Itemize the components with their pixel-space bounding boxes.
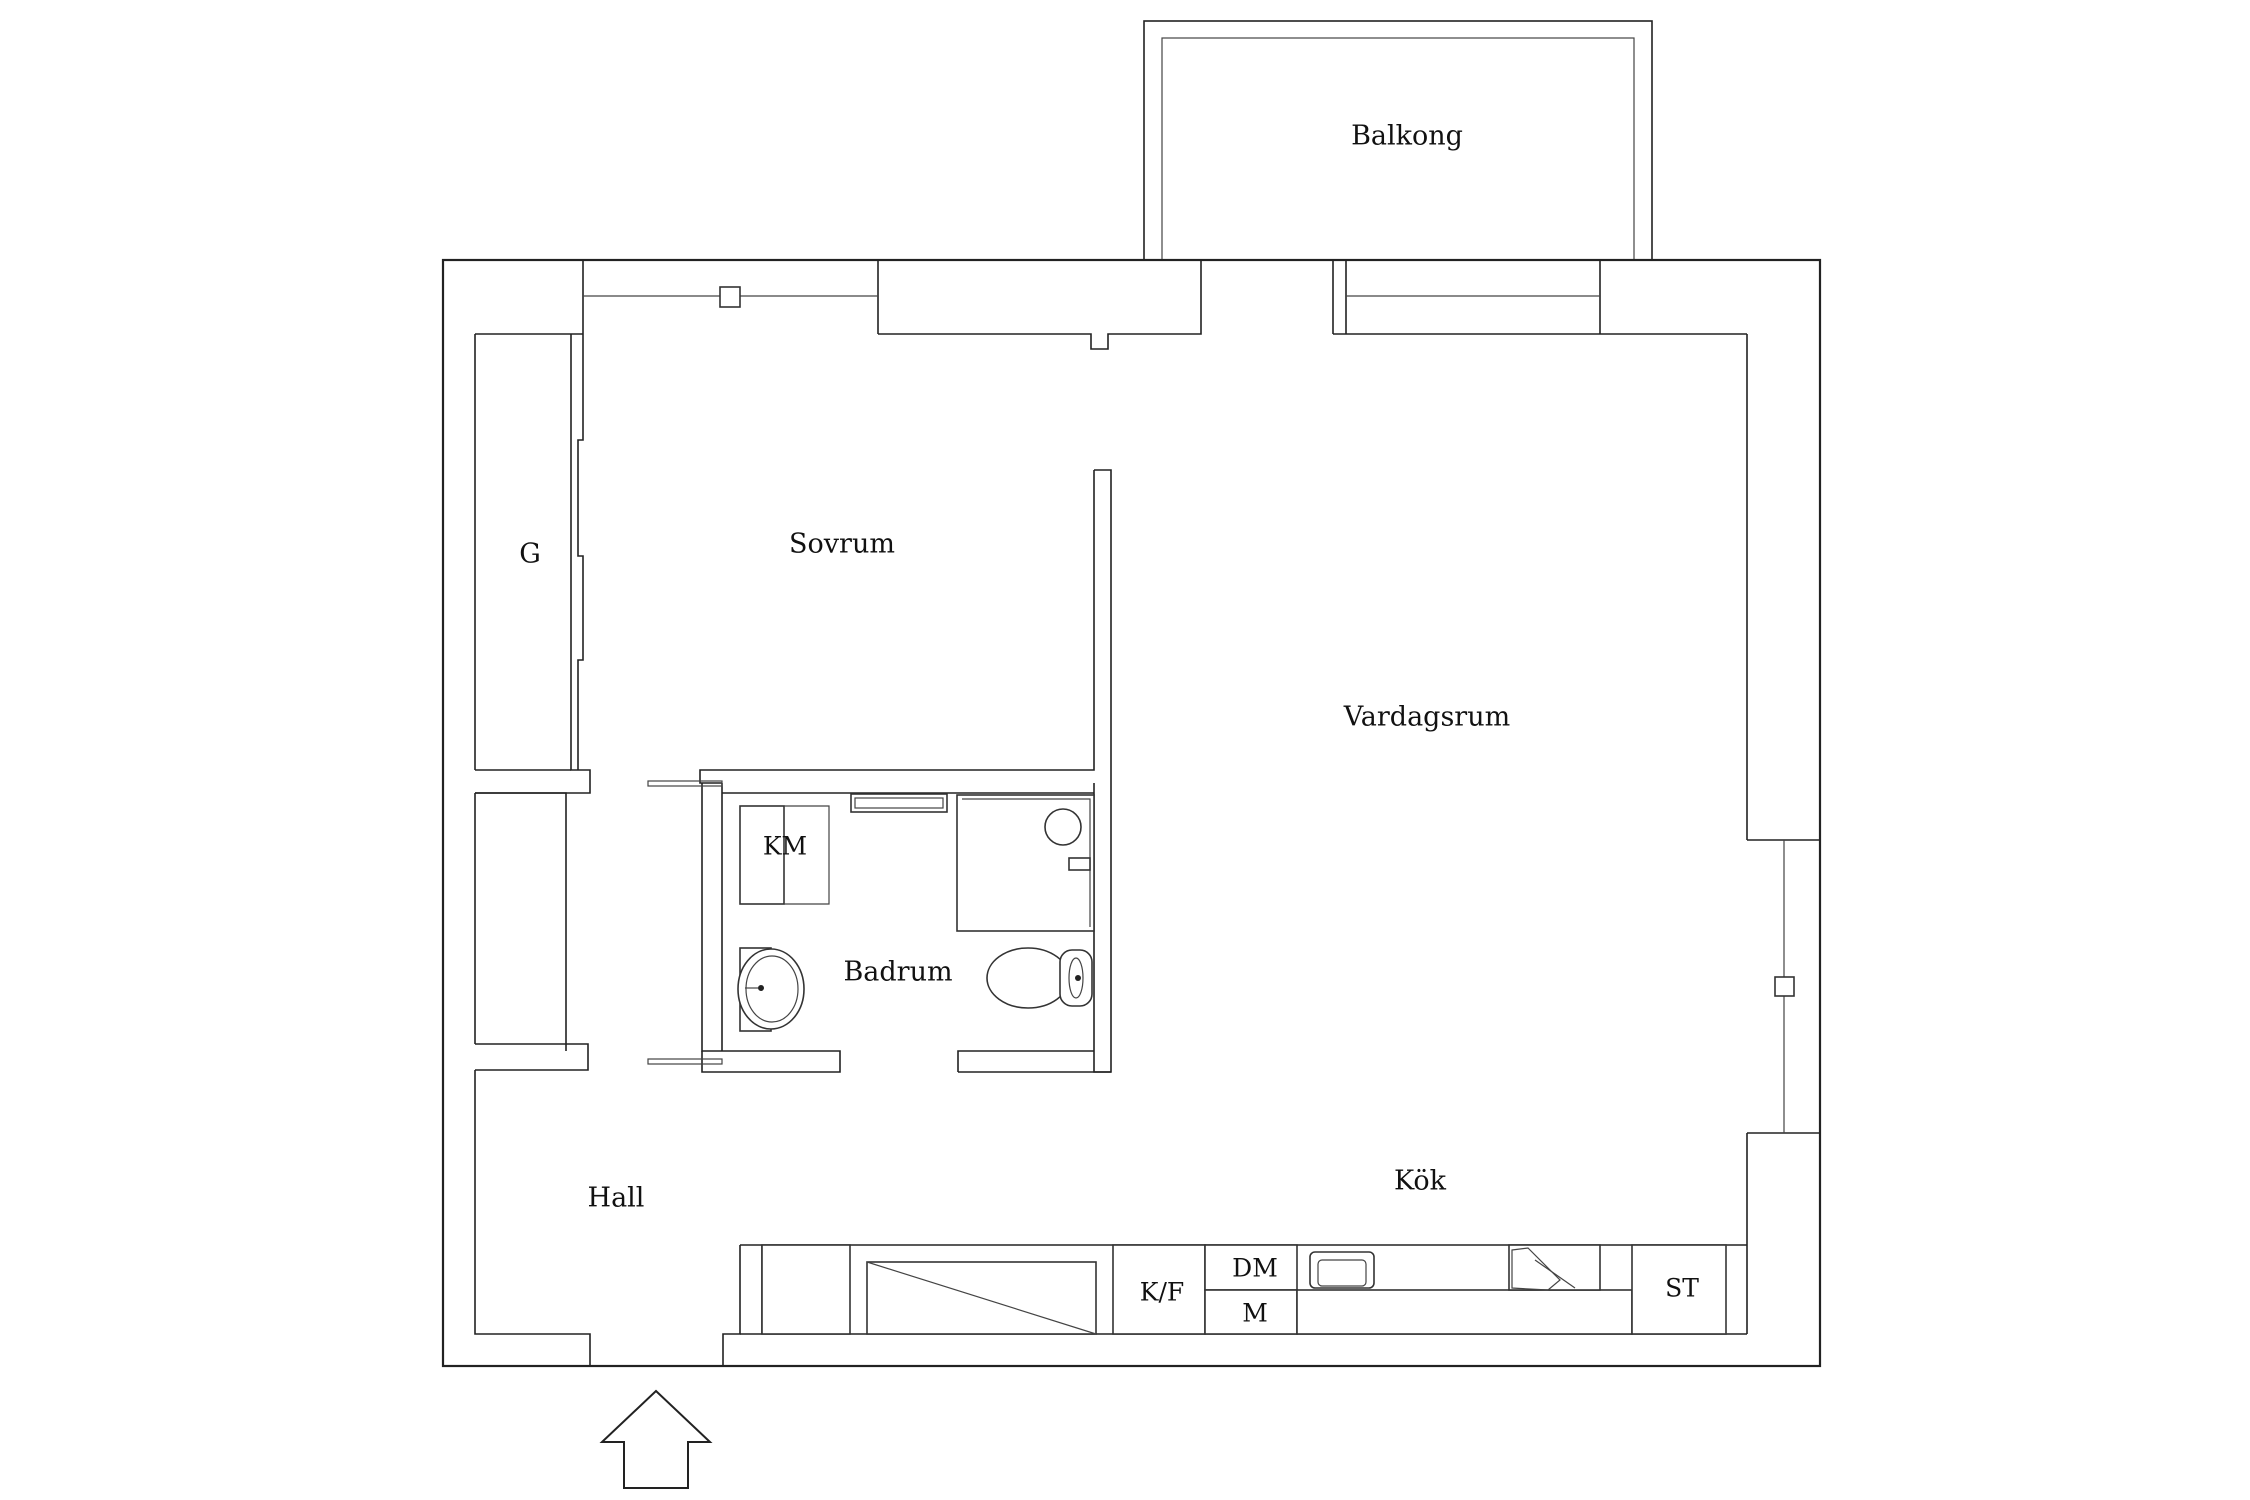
sink-outer — [1309, 1251, 1375, 1289]
shower-icon — [956, 794, 1095, 932]
shower-valve — [1068, 857, 1091, 871]
radiator-valve-icon — [719, 286, 741, 308]
label-kyl-frys: K/F — [1140, 1278, 1184, 1307]
washer-km — [739, 805, 785, 905]
board-frame — [1508, 1244, 1601, 1291]
washbasin-drain — [758, 985, 764, 991]
label-stove: ST — [1665, 1274, 1699, 1303]
outer-wall-outer-line — [441, 258, 1822, 1368]
inner-wall-left-lower — [474, 1070, 591, 1366]
toilet-flush — [1075, 975, 1081, 981]
microwave — [1204, 1289, 1298, 1335]
counter-top-long — [1296, 1289, 1633, 1335]
sliding-door-bottom — [647, 1058, 723, 1065]
label-vardagsrum: Vardagsrum — [1343, 702, 1510, 733]
label-mikro: M — [1242, 1299, 1268, 1328]
kitchen-sink-icon — [1309, 1251, 1375, 1289]
cutting-board-icon — [1508, 1244, 1601, 1291]
sliding-door-top — [647, 780, 723, 787]
top-windows — [582, 260, 1601, 350]
dishwasher — [1204, 1244, 1298, 1291]
counter-diagonal — [866, 1261, 1097, 1335]
counter-unit — [866, 1261, 1097, 1335]
board-line — [1534, 1259, 1576, 1289]
label-garderob: G — [519, 539, 541, 570]
sink-inner — [1317, 1259, 1367, 1287]
toilet-seat — [1068, 957, 1084, 999]
entrance-right-jamb — [722, 1245, 741, 1366]
right-window — [1747, 839, 1820, 1134]
label-diskmaskin: DM — [1232, 1254, 1278, 1283]
wall-bedroom-living — [1093, 469, 1112, 1073]
toilet-icon — [986, 947, 1093, 1009]
bathroom-left-wall-outer — [701, 783, 722, 1052]
bathroom-bottom-left — [701, 1050, 841, 1073]
wardrobe-doors — [577, 334, 584, 770]
label-hall: Hall — [588, 1183, 645, 1214]
label-kok: Kök — [1394, 1166, 1447, 1197]
kitchen — [740, 1244, 1747, 1335]
stove-unit — [1631, 1244, 1727, 1335]
radiator-valve-right-icon — [1774, 976, 1795, 997]
hall-closet-bottom — [475, 1043, 589, 1071]
radiator-bathroom — [850, 793, 948, 813]
entrance-arrow-icon — [599, 1389, 713, 1489]
washbasin-inner — [745, 955, 799, 1023]
bathroom-walls — [647, 780, 1111, 1073]
hall-closet — [475, 792, 589, 1071]
label-badrum: Badrum — [843, 957, 952, 988]
board-inner — [1511, 1247, 1561, 1291]
toilet-bowl — [986, 947, 1070, 1009]
outer-walls — [441, 258, 1822, 1368]
label-balkong: Balkong — [1351, 121, 1463, 152]
label-sovrum: Sovrum — [789, 529, 895, 560]
shower-head — [1044, 808, 1082, 846]
bathroom-bottom-right — [957, 1050, 1094, 1072]
radiator-bathroom-inner — [854, 797, 944, 809]
washbasin-bowl — [737, 948, 805, 1030]
bathroom-fixtures — [737, 793, 1095, 1032]
wall-segment-top-middle — [878, 260, 1202, 350]
cabinet-left — [761, 1244, 851, 1335]
hall-closet-walls — [475, 792, 567, 1051]
fridge-freezer — [1112, 1244, 1206, 1335]
label-km: KM — [763, 832, 807, 861]
washbasin-icon — [737, 947, 805, 1032]
wall-bedroom-bottom — [699, 470, 1095, 784]
shower-inner — [962, 798, 1091, 927]
washer-counter — [784, 805, 830, 905]
